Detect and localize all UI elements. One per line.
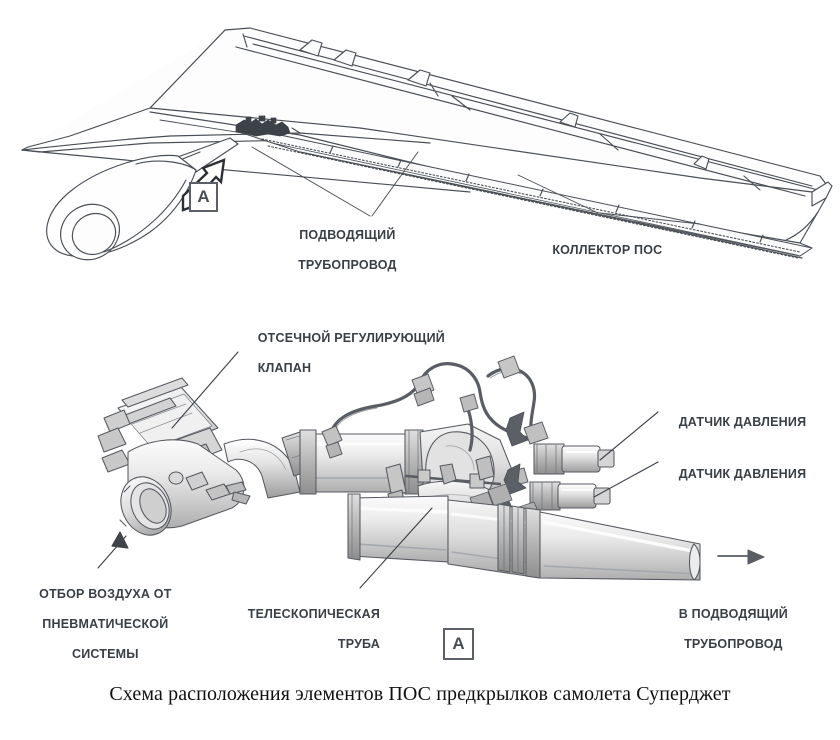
callout-line: ТЕЛЕСКОПИЧЕСКАЯ xyxy=(247,607,380,621)
callout-line: ПОДВОДЯЩИЙ xyxy=(299,228,396,242)
callout-line: КОЛЛЕКТОР ПОС xyxy=(552,243,663,257)
callout-supply-pipeline: ПОДВОДЯЩИЙ ТРУБОПРОВОД xyxy=(240,213,440,288)
callout-line: ОТБОР ВОЗДУХА ОТ xyxy=(39,587,172,601)
detail-marker-letter: A xyxy=(197,187,210,206)
detail-marker-letter: A xyxy=(452,634,465,653)
callout-line: В ПОДВОДЯЩИЙ xyxy=(678,607,788,621)
callout-line: ТРУБОПРОВОД xyxy=(684,637,783,651)
callout-telescopic-tube: ТЕЛЕСКОПИЧЕСКАЯ ТРУБА xyxy=(180,592,380,667)
callout-shutoff-regulating-valve: ОТСЕЧНОЙ РЕГУЛИРУЮЩИЙ КЛАПАН xyxy=(243,316,543,391)
callout-pressure-sensor-upper: ДАТЧИК ДАВЛЕНИЯ xyxy=(664,400,840,445)
figure-caption: Схема расположения элементов ПОС предкры… xyxy=(109,683,731,705)
detail-marker-a-upper: A xyxy=(189,182,218,212)
callout-line: ТРУБОПРОВОД xyxy=(298,258,397,272)
callout-line: ОТСЕЧНОЙ РЕГУЛИРУЮЩИЙ xyxy=(257,331,445,345)
callout-bleed-air-from-pneumatic-system: ОТБОР ВОЗДУХА ОТ ПНЕВМАТИЧЕСКОЙ СИСТЕМЫ xyxy=(8,572,188,677)
callout-line: ТРУБА xyxy=(337,637,380,651)
callout-line: КЛАПАН xyxy=(257,361,312,375)
callout-pressure-sensor-lower: ДАТЧИК ДАВЛЕНИЯ xyxy=(664,452,840,497)
callout-line: ПНЕВМАТИЧЕСКОЙ xyxy=(42,617,169,631)
callout-line: ДАТЧИК ДАВЛЕНИЯ xyxy=(678,415,807,429)
callout-line: ДАТЧИК ДАВЛЕНИЯ xyxy=(678,467,807,481)
callout-to-supply-pipeline: В ПОДВОДЯЩИЙ ТРУБОПРОВОД xyxy=(636,592,816,667)
callout-anti-ice-manifold: КОЛЛЕКТОР ПОС xyxy=(500,228,700,273)
detail-marker-a-lower: A xyxy=(443,628,474,660)
callout-line: СИСТЕМЫ xyxy=(71,647,139,661)
